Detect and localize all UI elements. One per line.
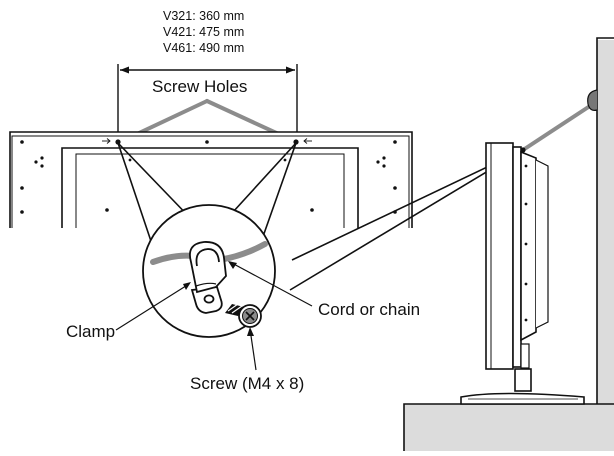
dimension-line bbox=[117, 64, 298, 142]
clamp-fold-line bbox=[195, 282, 217, 287]
wall bbox=[596, 37, 614, 410]
dimension-v321: V321: 360 mm bbox=[163, 9, 245, 23]
cord-right bbox=[221, 241, 268, 262]
screw-holes-label: Screw Holes bbox=[152, 77, 248, 96]
wall-hook bbox=[587, 89, 598, 111]
monitor-side-dots bbox=[520, 147, 528, 322]
label-leaders bbox=[115, 261, 313, 371]
monitor-side-view bbox=[460, 142, 585, 405]
clamp-part bbox=[189, 241, 227, 314]
desk bbox=[403, 403, 614, 451]
dimension-v461: V461: 490 mm bbox=[163, 41, 245, 55]
dimension-v421: V421: 475 mm bbox=[163, 25, 245, 39]
screw-label: Screw (M4 x 8) bbox=[190, 374, 305, 393]
monitor-rear-view bbox=[9, 131, 413, 228]
cord-to-wall bbox=[521, 102, 595, 152]
monitor-rear-dots bbox=[20, 139, 397, 214]
screw-part bbox=[225, 303, 262, 328]
hole-arrows bbox=[102, 138, 312, 144]
cord-or-chain-label: Cord or chain bbox=[318, 300, 421, 319]
clamp-label: Clamp bbox=[66, 322, 116, 341]
